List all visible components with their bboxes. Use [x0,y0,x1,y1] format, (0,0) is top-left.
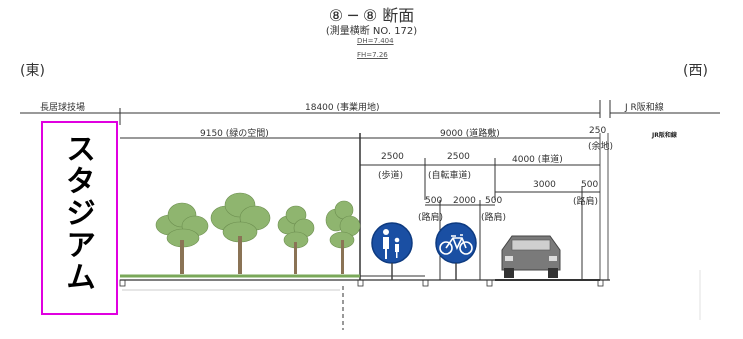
bicycle-sign-icon [435,222,477,280]
right-shoulder-label: (路肩) [573,197,599,207]
bike-inner-dimension: 2000 [453,196,476,206]
pedestrian-sign-icon [371,222,413,280]
bike-lane-label: (自転車道) [428,171,472,181]
sidewalk-dimension: 2500 [381,152,404,162]
stadium-label: スタジアム [60,133,95,293]
right-shoulder-dimension: 500 [581,180,599,190]
stadium-box: スタジアム [41,121,118,315]
margin-label: (余地) [588,142,614,152]
tree-icon [210,192,271,274]
section-subtitle: (測量横断 NO. 172) [325,26,418,37]
bike-left-shoulder-dimension: 500 [425,196,443,206]
elevation-note-dh: DH=7.404 [357,37,394,45]
stadium-ground-label: 長居球技場 [40,103,86,113]
left-shoulder-label: (路肩) [418,213,444,223]
sidewalk-label: (歩道) [378,171,404,181]
tree-icon [325,200,361,274]
carriageway-dimension: 4000 (車道) [512,155,563,165]
project-site-label: 18400 (事業用地) [305,103,380,113]
elevation-note-fh: FH=7.26 [357,51,388,59]
bike-right-shoulder-dimension: 500 [485,196,503,206]
mid-shoulder-label: (路肩) [481,213,507,223]
road-site-dimension: 9000 (道路敷) [440,129,500,139]
east-label: (東) [20,63,45,79]
jr-line-label: J R阪和線 [625,103,664,113]
west-label: (西) [683,63,708,79]
car-icon [501,235,561,278]
tree-icon [155,202,209,274]
bike-lane-dimension: 2500 [447,152,470,162]
margin-dimension: 250 [589,126,607,136]
rail-small-label: JR阪和線 [652,132,677,139]
tree-icon [277,205,315,274]
lane-dimension: 3000 [533,180,556,190]
green-space-dimension: 9150 (緑の空間) [200,129,269,139]
section-title: ⑧ ─ ⑧ 断面 [328,6,415,25]
